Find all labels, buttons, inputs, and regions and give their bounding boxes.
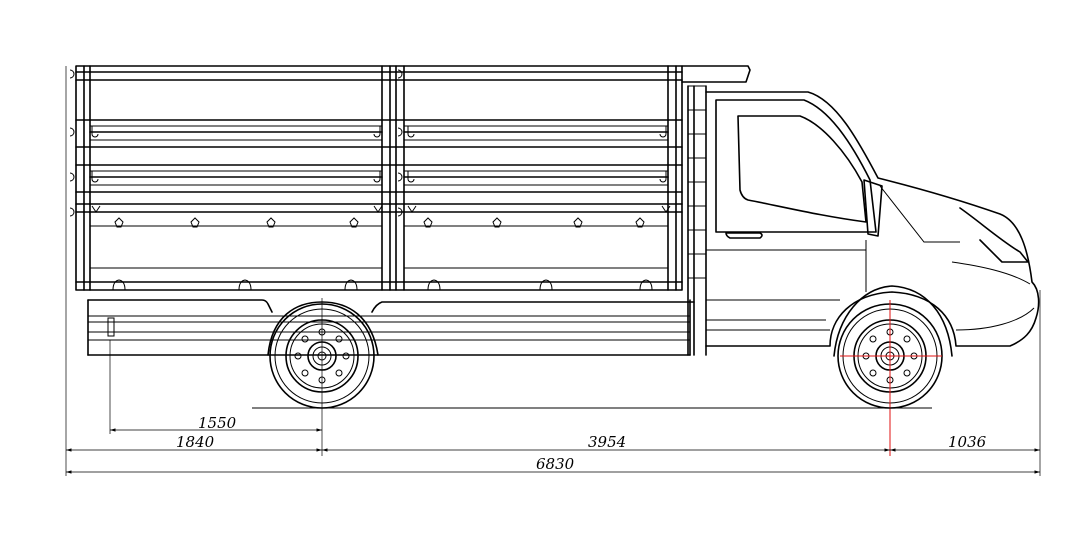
dimension-3954: 3954	[322, 433, 890, 452]
dim-label-1550: 1550	[198, 414, 237, 432]
cargo-body	[69, 65, 751, 291]
front-axle-centerline	[840, 300, 942, 456]
dimension-1840: 1840	[66, 433, 322, 452]
dim-label-3954: 3954	[588, 433, 626, 451]
extension-lines	[65, 66, 1041, 476]
cab	[687, 85, 1040, 357]
dimension-1550: 1550	[110, 414, 322, 432]
dimension-1036: 1036	[890, 433, 1040, 452]
dim-label-1036: 1036	[948, 433, 987, 451]
dim-label-1840: 1840	[176, 433, 215, 451]
dim-label-6830: 6830	[536, 455, 575, 473]
chassis-subframe	[87, 299, 695, 356]
dimension-6830: 6830	[66, 455, 1040, 474]
